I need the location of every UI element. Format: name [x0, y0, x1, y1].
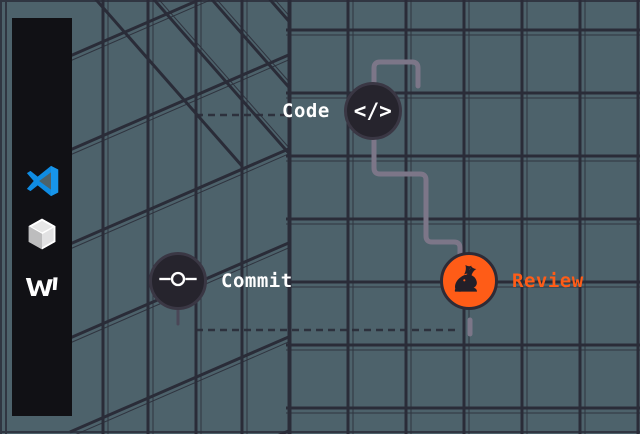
sidebar-item-windsurf[interactable] [12, 273, 72, 301]
git-commit-icon [158, 269, 198, 293]
connector-code-to-review [371, 137, 463, 265]
node-commit-label: Commit [221, 270, 293, 292]
code-brackets-icon: </> [353, 98, 392, 123]
connector-code-top [371, 59, 421, 89]
node-code-circle[interactable]: </> [343, 82, 402, 140]
coderabbit-rabbit-icon [452, 263, 486, 299]
windsurf-w-icon [24, 273, 60, 301]
node-review-circle[interactable] [440, 252, 498, 310]
sidebar-item-vscode[interactable] [12, 163, 72, 199]
node-commit[interactable]: Commit [149, 252, 293, 310]
node-review[interactable]: Review [440, 252, 584, 310]
vscode-icon [24, 163, 60, 199]
node-code[interactable]: Code </> [282, 82, 402, 140]
editor-sidebar [12, 18, 72, 416]
node-review-label: Review [512, 270, 584, 292]
node-commit-circle[interactable] [149, 252, 207, 310]
sidebar-item-cursor[interactable] [12, 218, 72, 250]
cube-icon [27, 218, 57, 250]
node-code-label: Code [282, 100, 330, 122]
